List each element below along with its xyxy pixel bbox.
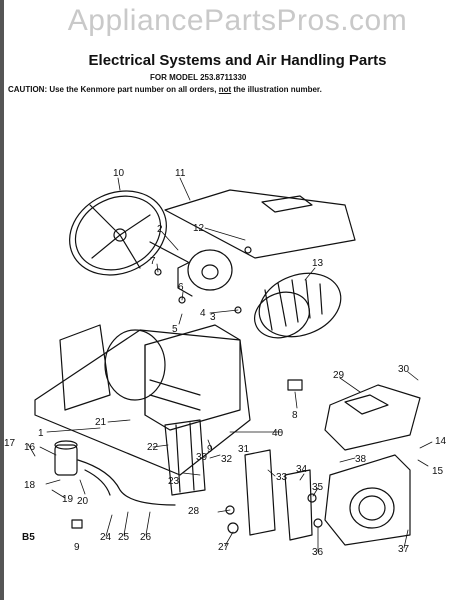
- clip-9: [71, 519, 83, 529]
- base-pan-housing: [34, 324, 251, 476]
- callout-23: 23: [168, 476, 180, 487]
- callout-24: 24: [100, 532, 112, 543]
- scroll-housing-cover: [324, 384, 421, 451]
- callout-30: 30: [398, 364, 410, 375]
- callout-26: 26: [140, 532, 152, 543]
- site-watermark: AppliancePartsPros.com: [67, 4, 408, 37]
- screw-35: [307, 493, 317, 503]
- callout-15: 15: [432, 466, 444, 477]
- callout-25: 25: [118, 532, 130, 543]
- callout-29: 29: [333, 370, 345, 381]
- callout-10: 10: [113, 168, 125, 179]
- callout-9: 9: [207, 444, 213, 455]
- callout-6: 6: [178, 282, 184, 293]
- callout-22: 22: [147, 442, 159, 453]
- fan-blade: [69, 190, 167, 276]
- callout-40: 40: [272, 428, 284, 439]
- callout-11: 11: [175, 168, 186, 179]
- callout-18: 18: [24, 480, 36, 491]
- callout-28: 28: [188, 506, 200, 517]
- terminal-board: [284, 469, 313, 541]
- caution-not: not: [218, 85, 232, 94]
- callout-33: 33: [276, 472, 288, 483]
- page-code: B5: [22, 532, 35, 543]
- callout-1: 1: [38, 428, 44, 439]
- callout-16: 16: [24, 442, 36, 453]
- callout-34: 34: [296, 464, 308, 475]
- callout-19: 19: [62, 494, 74, 505]
- wire-harness: [77, 459, 176, 506]
- callout-8: 8: [292, 410, 298, 421]
- callout-35: 35: [312, 482, 324, 493]
- callout-9b: 9: [74, 542, 80, 553]
- callout-leaders: [27, 177, 433, 553]
- callout-4: 4: [200, 308, 206, 319]
- knob-27: [227, 522, 239, 534]
- callout-36: 36: [312, 547, 324, 558]
- terminal-plate: [244, 449, 276, 536]
- callout-39: 39: [196, 452, 208, 463]
- top-cover-panel: [164, 189, 356, 259]
- callout-17: 17: [4, 438, 16, 449]
- page-title: Electrical Systems and Air Handling Part…: [88, 52, 387, 69]
- blower-scroll: [324, 454, 411, 546]
- callout-labels: 10 11 12 2 13 7 6 5 4 3 29 30 8 21 1 40 …: [4, 168, 447, 558]
- callout-3: 3: [210, 312, 216, 323]
- capacitor: [54, 444, 78, 476]
- caution-prefix: CAUTION: Use the Kenmore part number on …: [8, 85, 219, 94]
- callout-20: 20: [77, 496, 89, 507]
- callout-2: 2: [157, 224, 163, 235]
- callout-7: 7: [150, 256, 156, 267]
- screw-12: [244, 246, 252, 254]
- small-bracket-8: [287, 379, 303, 391]
- caution-note: CAUTION: Use the Kenmore part number on …: [8, 85, 322, 94]
- callout-32: 32: [221, 454, 233, 465]
- screw-36: [313, 518, 323, 528]
- callout-31: 31: [238, 444, 250, 455]
- control-bracket: [164, 419, 206, 496]
- callout-38: 38: [355, 454, 367, 465]
- blower-wheel: [254, 272, 342, 339]
- caution-suffix: the illustration number.: [231, 85, 322, 94]
- callout-12: 12: [193, 223, 205, 234]
- scan-edge: [0, 0, 4, 600]
- callout-37: 37: [398, 544, 410, 555]
- callout-27: 27: [218, 542, 230, 553]
- callout-13: 13: [312, 258, 324, 269]
- callout-14: 14: [435, 436, 447, 447]
- model-line: FOR MODEL 253.8711330: [150, 73, 247, 82]
- fan-motor: [149, 241, 233, 297]
- callout-21: 21: [95, 417, 107, 428]
- grommet-28: [225, 505, 235, 515]
- callout-5: 5: [172, 324, 178, 335]
